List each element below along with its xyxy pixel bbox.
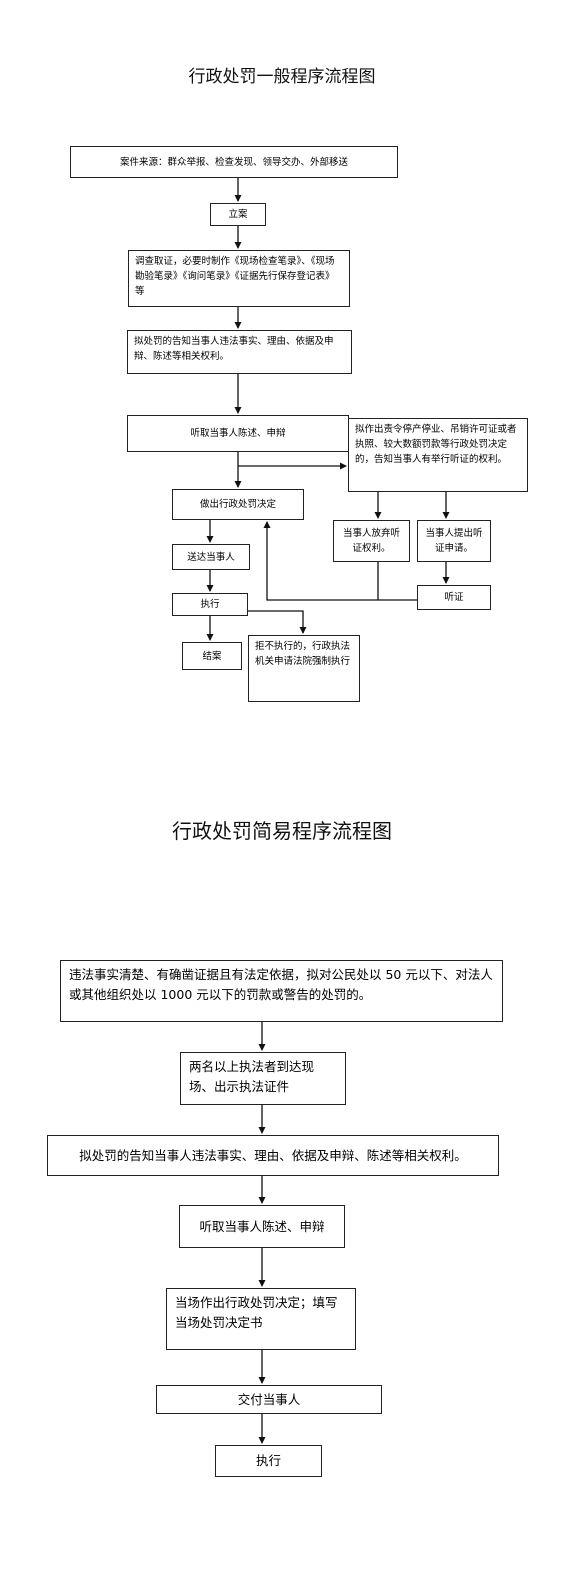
simple-notify-box: 拟处罚的告知当事人违法事实、理由、依据及申辩、陈述等相关权利。 — [47, 1135, 499, 1176]
simple-condition-box: 违法事实清楚、有确凿证据且有法定依据，拟对公民处以 50 元以下、对法人或其他组… — [60, 960, 503, 1022]
register-case-box: 立案 — [210, 203, 266, 226]
notify-penalty-box: 拟处罚的告知当事人违法事实、理由、依据及申辩、陈述等相关权利。 — [127, 330, 352, 374]
simple-execute-box: 执行 — [215, 1445, 322, 1477]
arrow-execute-to-refuse — [248, 610, 307, 634]
arrow-hearing-to-decision — [263, 521, 417, 601]
deliver-to-party-box: 交付当事人 — [156, 1385, 382, 1414]
officers-on-site-box: 两名以上执法者到达现场、出示执法证件 — [180, 1052, 346, 1105]
simple-procedure-title: 行政处罚简易程序流程图 — [172, 819, 392, 843]
execute-box: 执行 — [172, 593, 248, 616]
case-source-box: 案件来源：群众举报、检查发现、领导交办、外部移送 — [70, 146, 398, 178]
investigate-evidence-box: 调查取证，必要时制作《现场检查笔录》、《现场勘验笔录》《询问笔录》《证据先行保存… — [128, 250, 350, 307]
hear-statement-box: 听取当事人陈述、申辩 — [127, 415, 349, 452]
request-hearing-box: 当事人提出听证申请。 — [417, 520, 491, 562]
hearing-notice-box: 拟作出责令停产停业、吊销许可证或者执照、较大数额罚款等行政处罚决定的，告知当事人… — [348, 418, 528, 492]
close-case-box: 结案 — [182, 642, 242, 670]
deliver-party-box: 送达当事人 — [172, 544, 250, 570]
hearing-box: 听证 — [417, 585, 491, 610]
on-site-decision-box: 当场作出行政处罚决定；填写当场处罚决定书 — [166, 1288, 356, 1350]
waive-hearing-box: 当事人放弃听证权利。 — [333, 520, 410, 562]
refuse-execute-box: 拒不执行的，行政执法机关申请法院强制执行 — [248, 635, 360, 702]
general-procedure-title: 行政处罚一般程序流程图 — [188, 67, 376, 87]
make-decision-box: 做出行政处罚决定 — [172, 489, 304, 520]
simple-hear-statement-box: 听取当事人陈述、申辩 — [179, 1205, 345, 1248]
